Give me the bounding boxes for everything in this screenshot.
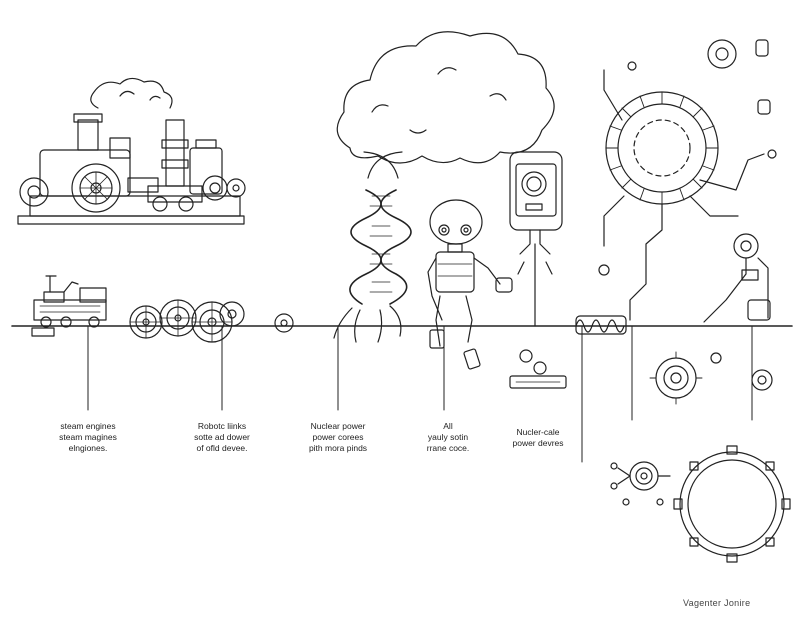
- robot-icon: [427, 199, 513, 370]
- spring-icon: [575, 315, 627, 335]
- wheel-icon: [274, 313, 294, 333]
- label-nuclear-power: Nuclear power power corees pith mora pin…: [308, 421, 368, 453]
- label-nuclear-scale: Nucler-cale power devres: [512, 427, 564, 448]
- label-connectors: [87, 325, 753, 463]
- cloud-icon: [333, 31, 555, 343]
- locomotive-icon: [31, 275, 107, 337]
- label-steam-engines: steam engines steam magines elngiones.: [59, 421, 117, 453]
- steam-engine-icon: [17, 77, 246, 225]
- label-ai: All yauly sotin rrane coce.: [426, 421, 470, 453]
- phone-icon: [509, 151, 567, 389]
- gear-wheels-icon: [129, 299, 245, 343]
- gear-ring-icon: [610, 351, 791, 563]
- label-robotic-links: Robotc liinks sotte ad dower of ofld dev…: [194, 421, 250, 453]
- robot-arm-icon: [703, 233, 771, 323]
- reactor-icon: [598, 39, 777, 321]
- signature: Vagenter Jonire: [683, 598, 751, 608]
